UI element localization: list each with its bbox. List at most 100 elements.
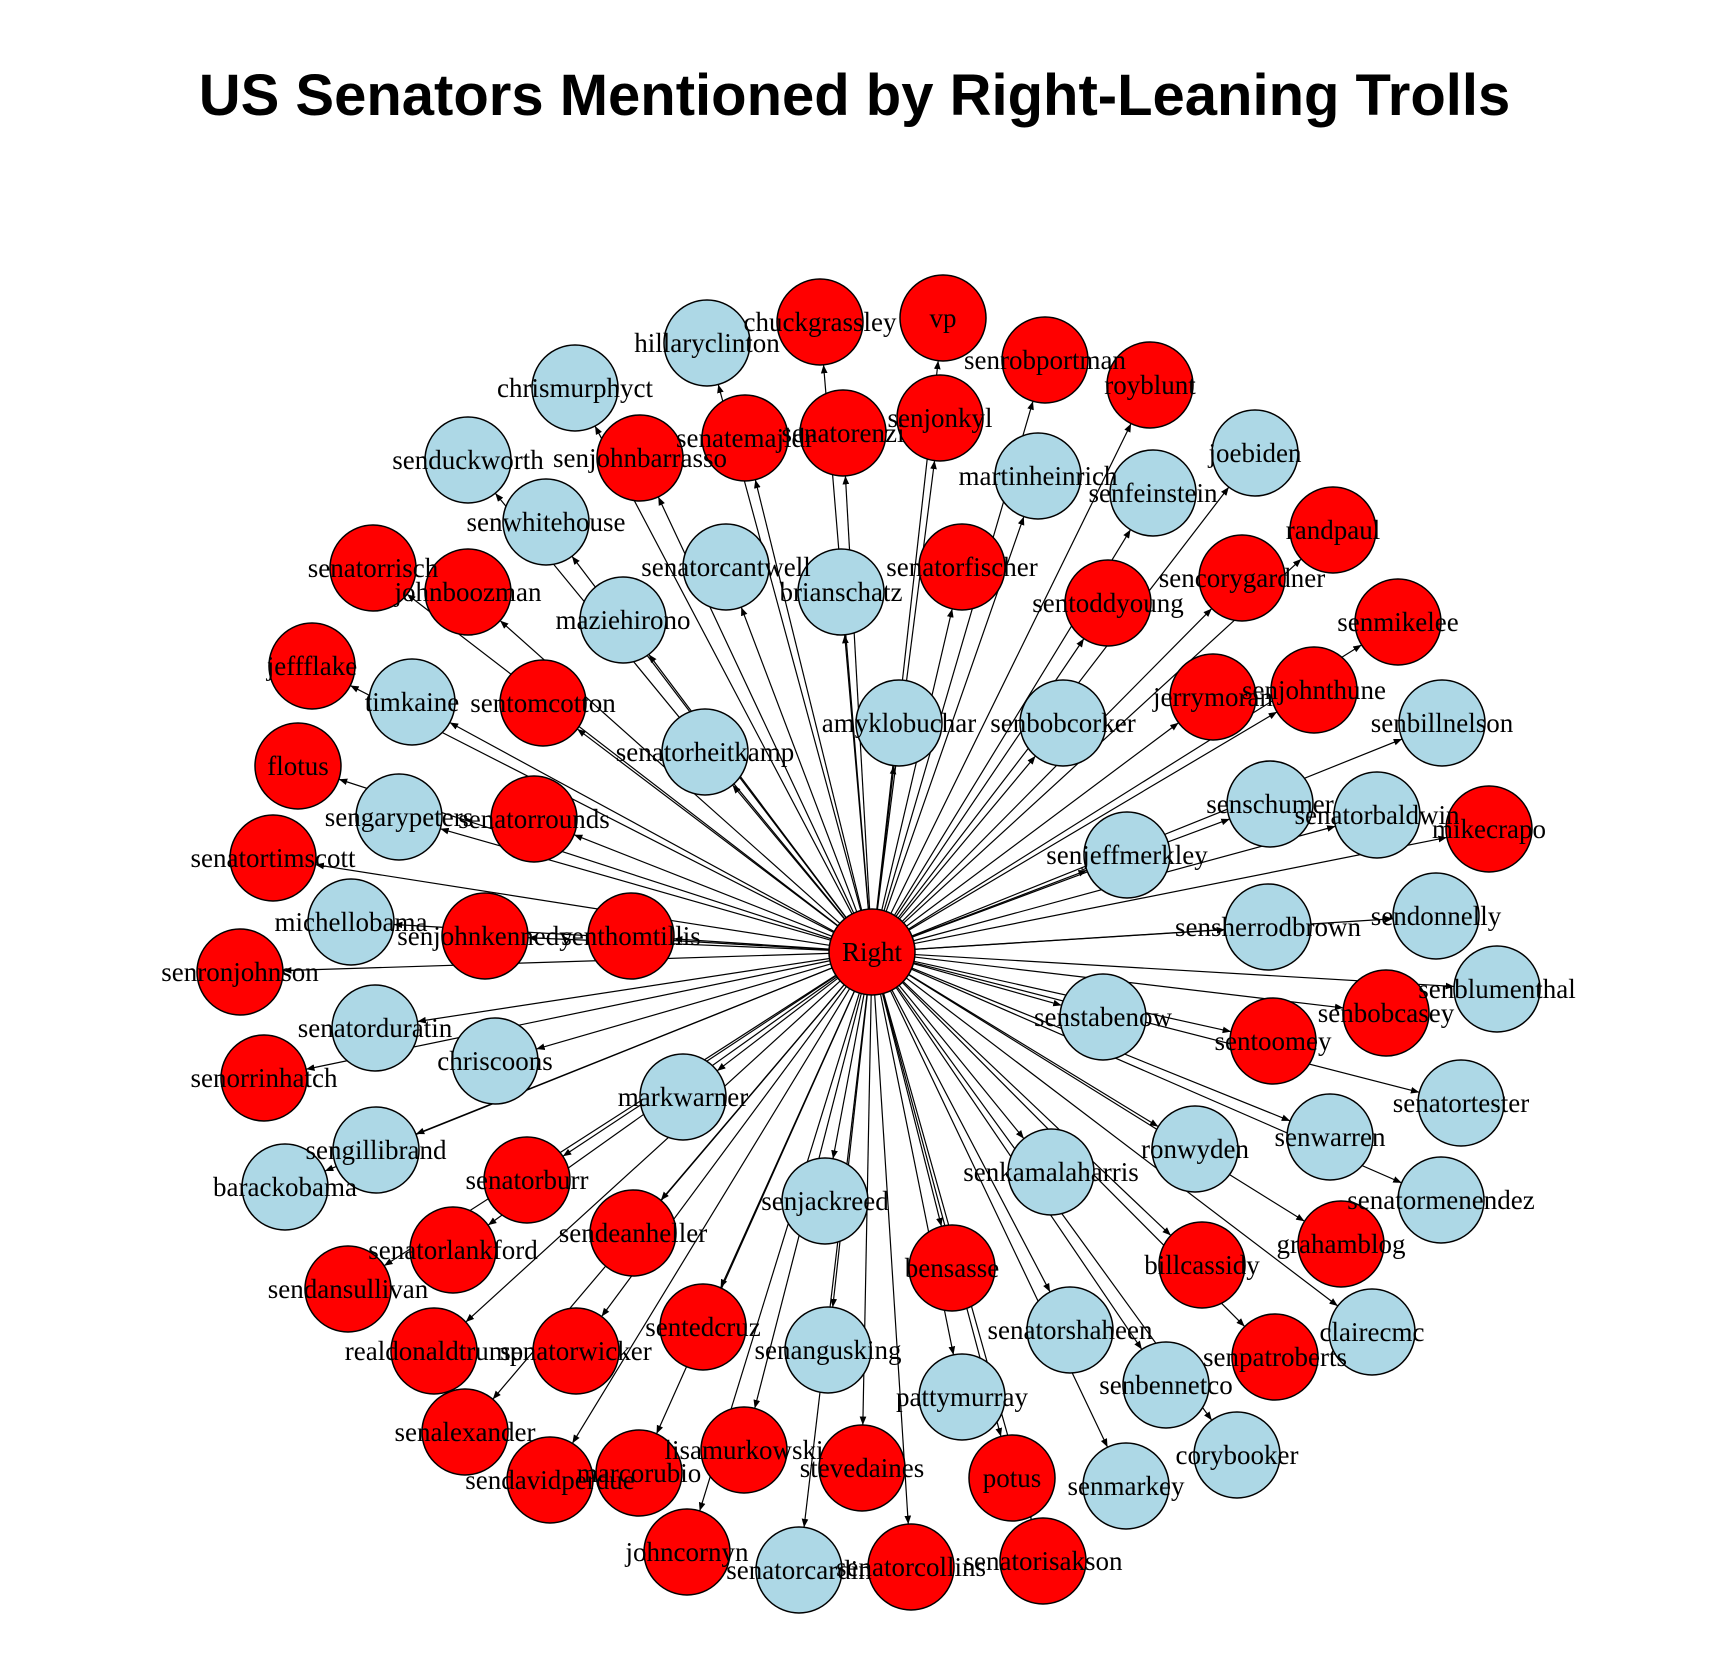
edge-grahamblog [908, 974, 1305, 1222]
node-label-jeffflake: jeffflake [266, 651, 357, 681]
node-chuckgrassley [776, 278, 864, 366]
edge-senjeffmerkley [911, 869, 1088, 938]
node-michellobama [307, 878, 395, 966]
node-label-senatemajldr: senatemajldr [676, 423, 814, 453]
node-label-timkaine: timkaine [365, 687, 459, 717]
node-label-senjohnthune: senjohnthune [1242, 675, 1386, 705]
node-label-lisamurkowski: lisamurkowski [665, 1435, 824, 1465]
node-label-senstabenow: senstabenow [1034, 1002, 1172, 1032]
node-martinheinrich [994, 432, 1082, 520]
node-label-senjohnbarrasso: senjohnbarrasso [553, 443, 727, 473]
node-senalexander [421, 1388, 509, 1476]
node-label-senatorduratin: senatorduratin [298, 1013, 453, 1043]
edge-senjackreed [831, 994, 865, 1159]
edge-senthomtillis [673, 936, 830, 950]
nodes-layer [196, 274, 1541, 1614]
node-senschumer [1226, 760, 1314, 848]
node-label-senatorburr: senatorburr [466, 1165, 589, 1195]
node-senorrinhatch [220, 1034, 308, 1122]
node-senjonkyl [896, 374, 984, 462]
node-mikecrapo [1445, 785, 1533, 873]
node-label-sendeanheller: sendeanheller [559, 1218, 707, 1248]
node-label-barackobama: barackobama [213, 1172, 357, 1202]
node-senkamalaharris [1007, 1128, 1095, 1216]
node-chrismurphyct [531, 344, 619, 432]
node-label-johncornyn: johncornyn [625, 1537, 749, 1567]
node-label-senatorcardin: senatorcardin [726, 1555, 872, 1585]
node-ronwyden [1151, 1105, 1239, 1193]
node-senatortimscott [229, 814, 317, 902]
edge-bensasse [881, 993, 943, 1227]
node-potus [968, 1434, 1056, 1522]
hub-node [828, 908, 916, 996]
node-label-senthomtillis: senthomtillis [561, 921, 701, 951]
node-label-senatortester: senatortester [1393, 1088, 1529, 1118]
node-label-senatorcollins: senatorcollins [836, 1552, 986, 1582]
node-senatorisakson [999, 1517, 1087, 1605]
node-label-flotus: flotus [267, 751, 329, 781]
node-senatorbaldwin [1333, 771, 1421, 859]
edge-senronjohnson [282, 952, 830, 974]
node-label-chriscoons: chriscoons [437, 1046, 552, 1076]
edge-senschumer [912, 818, 1230, 938]
node-sendonnelly [1392, 872, 1480, 960]
edge-senatorenzi [842, 475, 871, 910]
node-label-senjackreed: senjackreed [761, 1186, 889, 1216]
node-senbennetco [1122, 1341, 1210, 1429]
node-label-senatorfischer: senatorfischer [886, 552, 1037, 582]
node-senbillnelson [1398, 679, 1486, 767]
node-label-senalexander: senalexander [395, 1417, 536, 1447]
node-label-grahamblog: grahamblog [1277, 1229, 1406, 1259]
node-label-senatorheitkamp: senatorheitkamp [616, 737, 794, 767]
node-flotus [254, 722, 342, 810]
edge-senkamalaharris [898, 984, 1025, 1140]
node-realdonaldtrump [390, 1307, 478, 1395]
node-label-senpatroberts: senpatroberts [1203, 1342, 1347, 1372]
node-label-realdonaldtrump: realdonaldtrump [345, 1336, 523, 1366]
node-label-clairecmc: clairecmc [1320, 1317, 1425, 1347]
edge-senjohnkennedy [527, 934, 830, 951]
node-label-senrobportman: senrobportman [964, 345, 1126, 375]
node-label-senfeinstein: senfeinstein [1089, 478, 1218, 508]
edge-chrismurphyct [594, 425, 853, 915]
node-label-randpaul: randpaul [1286, 515, 1380, 545]
node-senatormenendez [1397, 1156, 1485, 1244]
node-label-martinheinrich: martinheinrich [959, 461, 1118, 491]
node-hillaryclinton [663, 299, 751, 387]
node-label-ronwyden: ronwyden [1141, 1134, 1249, 1164]
node-senatortester [1417, 1059, 1505, 1147]
node-senbobcorker [1019, 679, 1107, 767]
node-senfeinstein [1109, 449, 1197, 537]
node-senatorfischer [918, 523, 1006, 611]
node-label-michellobama: michellobama [275, 907, 428, 937]
node-grahamblog [1297, 1200, 1385, 1288]
node-sentoddyoung [1064, 559, 1152, 647]
node-senthomtillis [587, 892, 675, 980]
node-sendavidperdue [506, 1436, 594, 1524]
node-label-senmikelee: senmikelee [1337, 607, 1458, 637]
node-label-senatorbaldwin: senatorbaldwin [1295, 800, 1460, 830]
node-johnboozman [424, 548, 512, 636]
node-label-bensasse: bensasse [905, 1253, 999, 1283]
node-label-senbillnelson: senbillnelson [1371, 708, 1514, 738]
node-label-senatorrisch: senatorrisch [308, 553, 439, 583]
edge-senangusking [830, 994, 868, 1308]
node-label-senbobcorker: senbobcorker [990, 708, 1135, 738]
edge-maziehirono [648, 654, 847, 918]
edge-markwarner [716, 977, 839, 1072]
node-label-vp: vp [930, 303, 957, 333]
node-label-senbennetco: senbennetco [1099, 1370, 1232, 1400]
node-label-senangusking: senangusking [755, 1335, 902, 1365]
edge-senatortester [913, 962, 1420, 1094]
node-senjohnthune [1270, 646, 1358, 734]
edge-senatorcantwell [740, 606, 858, 913]
node-senatorcantwell [682, 523, 770, 611]
node-billcassidy [1158, 1221, 1246, 1309]
node-senatorrounds [490, 775, 578, 863]
edge-amyklobuchar [876, 765, 897, 910]
node-label-senronjohnson: senronjohnson [161, 957, 319, 987]
node-label-senatorlankford: senatorlankford [368, 1235, 538, 1265]
edge-sendavidperdue [571, 988, 851, 1444]
node-sencorygardner [1198, 534, 1286, 622]
node-joebiden [1211, 409, 1299, 497]
